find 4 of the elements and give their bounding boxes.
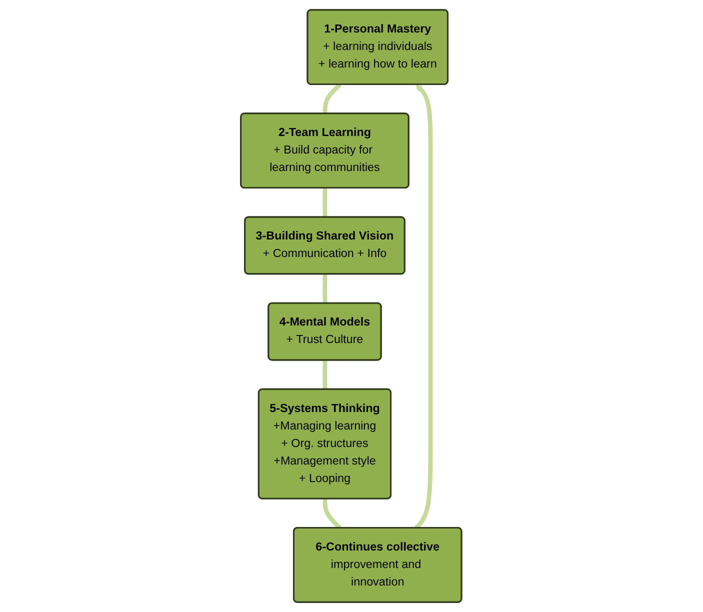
connector [322, 360, 328, 390]
connector [322, 274, 328, 304]
connector [323, 83, 342, 114]
connector [322, 188, 328, 218]
